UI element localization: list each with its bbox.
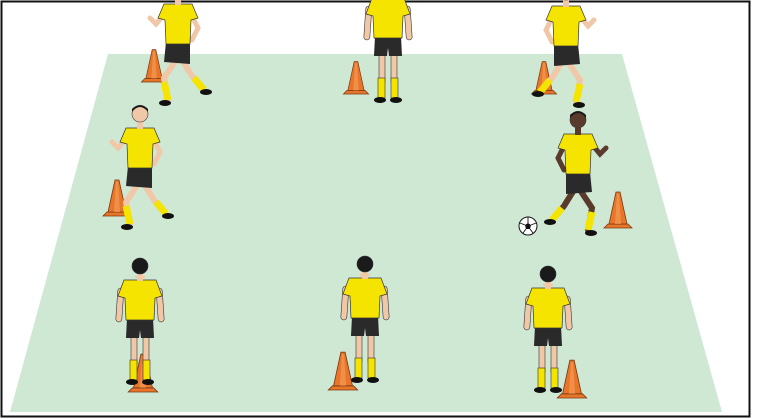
practice-pitch: [10, 54, 722, 412]
soccer-ball: [519, 217, 537, 235]
